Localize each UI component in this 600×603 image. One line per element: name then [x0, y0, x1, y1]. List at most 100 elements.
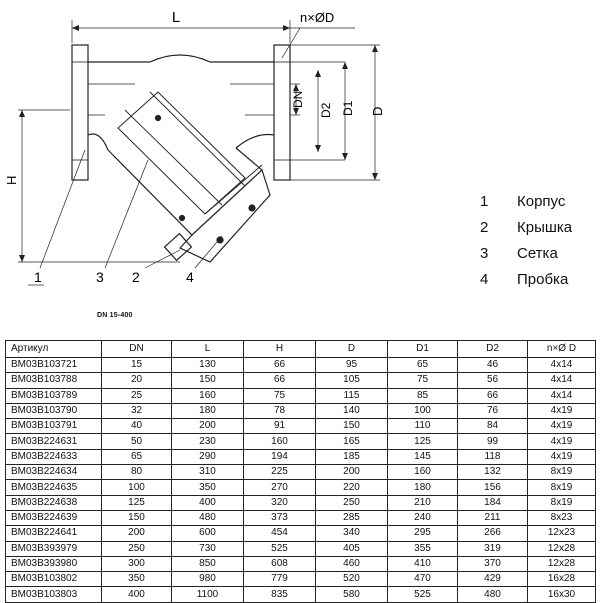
table-cell: 480 [171, 509, 244, 527]
article-cell: BM03B103789 [5, 387, 102, 404]
table-cell: 12x28 [527, 555, 596, 573]
table-cell: 160 [387, 464, 458, 481]
article-cell: BM03B103802 [5, 571, 102, 588]
column-header: n×Ø D [527, 340, 596, 358]
column-header: Артикул [5, 340, 102, 358]
legend-item: 4 Пробка [480, 266, 595, 292]
table-cell: 319 [457, 540, 528, 557]
table-cell: 100 [387, 402, 458, 420]
column-header: D1 [387, 340, 458, 358]
table-cell: 105 [315, 372, 388, 389]
column-header: DN [101, 340, 172, 358]
table-cell: 15 [101, 356, 172, 374]
table-cell: 12x28 [527, 540, 596, 557]
column-header: L [171, 340, 244, 358]
part-2-label: 2 [132, 269, 140, 285]
article-cell: BM03B393980 [5, 555, 102, 573]
table-cell: 12x23 [527, 525, 596, 542]
table-cell: 350 [101, 571, 172, 588]
table-cell: 80 [101, 464, 172, 481]
dim-L-label: L [172, 9, 180, 26]
body-bottom-right [235, 133, 275, 149]
table-cell: 65 [387, 356, 458, 374]
table-cell: 85 [387, 387, 458, 404]
table-cell: 156 [457, 479, 528, 496]
table-cell: 200 [171, 418, 244, 435]
table-cell: 84 [457, 418, 528, 435]
table-cell: 8x19 [527, 464, 596, 481]
table-cell: 75 [243, 387, 316, 404]
article-cell: BM03B393979 [5, 540, 102, 557]
table-cell: 285 [315, 509, 388, 527]
table-cell: 454 [243, 525, 316, 542]
table-cell: 8x19 [527, 479, 596, 496]
part-3-label: 3 [96, 269, 104, 285]
table-cell: 4x19 [527, 433, 596, 450]
legend-number: 4 [480, 270, 489, 288]
table-cell: 76 [457, 402, 528, 420]
part-1-label: 1 [34, 269, 42, 285]
table-cell: 355 [387, 540, 458, 557]
parts-legend: 1 Корпус 2 Крышка 3 Сетка 4 Пробка [480, 188, 595, 292]
table-cell: 132 [457, 464, 528, 481]
table-cell: 125 [387, 433, 458, 450]
column-header: H [243, 340, 316, 358]
table-cell: 150 [171, 372, 244, 389]
table-cell: 4x14 [527, 372, 596, 389]
table-cell: 165 [315, 433, 388, 450]
table-cell: 25 [101, 387, 172, 404]
table-cell: 66 [243, 372, 316, 389]
screen-housing [107, 147, 263, 236]
table-cell: 50 [101, 433, 172, 450]
table-cell: 160 [171, 387, 244, 404]
table-cell: 56 [457, 372, 528, 389]
article-cell: BM03B224635 [5, 479, 102, 496]
table-cell: 20 [101, 372, 172, 389]
table-cell: 370 [457, 555, 528, 573]
dim-D2-label: D2 [319, 102, 333, 118]
table-cell: 470 [387, 571, 458, 588]
left-flange [71, 44, 89, 181]
table-cell: 850 [171, 555, 244, 573]
legend-number: 1 [480, 192, 489, 210]
table-cell: 200 [315, 464, 388, 481]
table-cell: 270 [243, 479, 316, 496]
table-cell: 210 [387, 494, 458, 511]
table-cell: 194 [243, 448, 316, 466]
dim-nD-label: n×ØD [300, 10, 334, 25]
table-cell: 118 [457, 448, 528, 466]
table-cell: 220 [315, 479, 388, 496]
legend-label: Крышка [517, 218, 573, 236]
table-cell: 200 [101, 525, 172, 542]
table-cell: 40 [101, 418, 172, 435]
table-cell: 110 [387, 418, 458, 435]
table-cell: 4x19 [527, 418, 596, 435]
table-cell: 115 [315, 387, 388, 404]
column-header: D2 [457, 340, 528, 358]
body-top-line [88, 54, 274, 63]
table-cell: 266 [457, 525, 528, 542]
table-cell: 4x19 [527, 402, 596, 420]
dim-H-label: H [4, 176, 19, 185]
legend-label: Корпус [517, 192, 566, 210]
table-cell: 95 [315, 356, 388, 374]
table-cell: 65 [101, 448, 172, 466]
body-bottom-left [87, 133, 109, 151]
table-cell: 180 [387, 479, 458, 496]
table-cell: 125 [101, 494, 172, 511]
table-cell: 184 [457, 494, 528, 511]
table-cell: 520 [315, 571, 388, 588]
legend-item: 3 Сетка [480, 240, 595, 266]
table-cell: 140 [315, 402, 388, 420]
